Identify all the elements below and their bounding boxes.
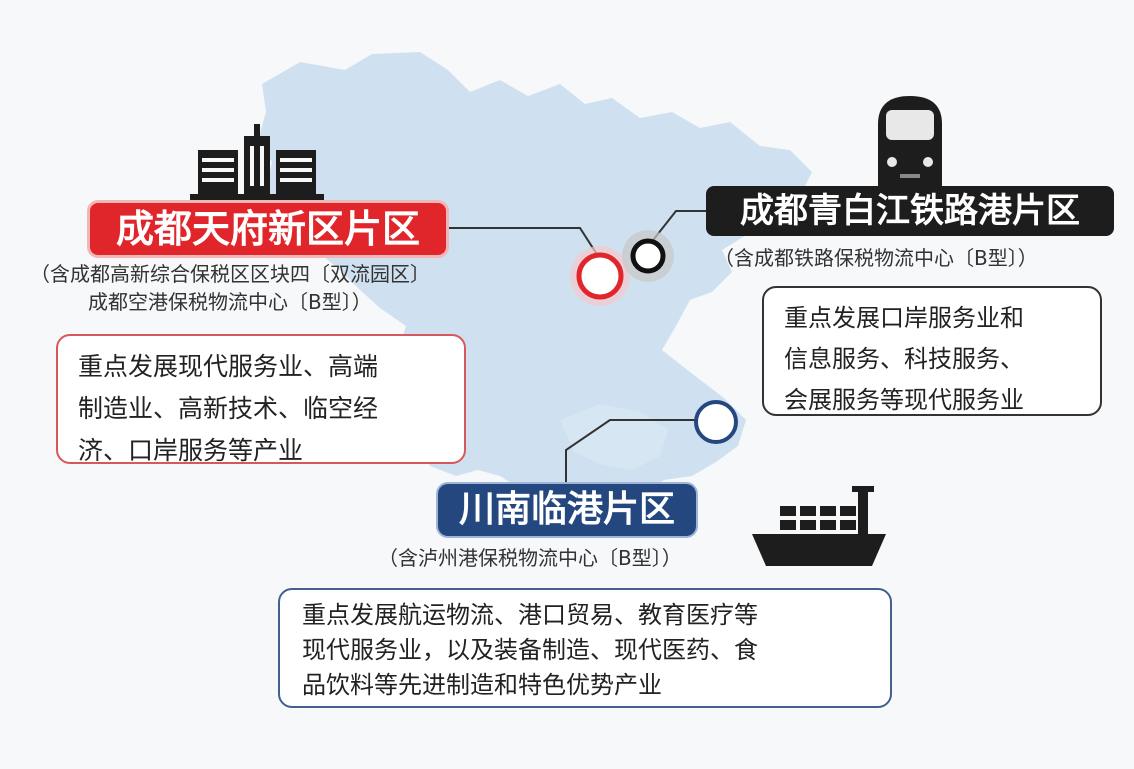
zone-subtitle-line: 成都空港保税物流中心〔B型〕） [88,290,372,314]
description-line: 制造业、高新技术、临空经 [78,394,379,423]
train-icon [878,96,942,186]
zone-subtitle-tianfu: （含成都高新综合保税区区块四〔双流园区〕 成都空港保税物流中心〔B型〕） [30,260,430,316]
connector-tianfu [446,227,599,257]
description-line: 品饮料等先进制造和特色优势产业 [302,671,662,699]
province-shape [258,52,812,514]
zone-subtitle-line: （含泸州港保税物流中心〔B型〕） [378,546,682,570]
description-line: 济、口岸服务等产业 [78,436,304,465]
description-line: 重点发展航运物流、港口贸易、教育医疗等 [302,601,758,629]
description-line: 重点发展现代服务业、高端 [78,352,379,381]
zone-title-chuannan: 川南临港片区 [438,484,696,536]
marker-chuannan[interactable] [694,400,738,444]
zone-title-tianfu: 成都天府新区片区 [90,203,446,255]
zone-subtitle-line: （含成都高新综合保税区区块四〔双流园区〕 [30,262,430,286]
zone-description-tianfu: 重点发展现代服务业、高端 制造业、高新技术、临空经 济、口岸服务等产业 [56,334,466,465]
building-icon [190,124,324,200]
description-line: 重点发展口岸服务业和 [784,304,1024,332]
description-line: 信息服务、科技服务、 [784,345,1024,373]
zone-subtitle-line: （含成都铁路保税物流中心〔B型〕） [714,246,1038,270]
description-line: 现代服务业，以及装备制造、现代医药、食 [302,636,758,664]
ship-icon [752,486,886,566]
zone-subtitle-qingbaijiang: （含成都铁路保税物流中心〔B型〕） [714,244,1038,272]
zone-subtitle-chuannan: （含泸州港保税物流中心〔B型〕） [378,544,682,572]
zone-title-qingbaijiang: 成都青白江铁路港片区 [706,186,1114,236]
connector-chuannan [565,419,700,484]
marker-qingbaijiang[interactable] [630,238,666,274]
marker-tianfu[interactable] [576,252,624,300]
zone-description-qingbaijiang: 重点发展口岸服务业和 信息服务、科技服务、 会展服务等现代服务业 [762,286,1102,416]
description-line: 会展服务等现代服务业 [784,386,1024,414]
zone-description-chuannan: 重点发展航运物流、港口贸易、教育医疗等 现代服务业，以及装备制造、现代医药、食 … [278,588,892,708]
